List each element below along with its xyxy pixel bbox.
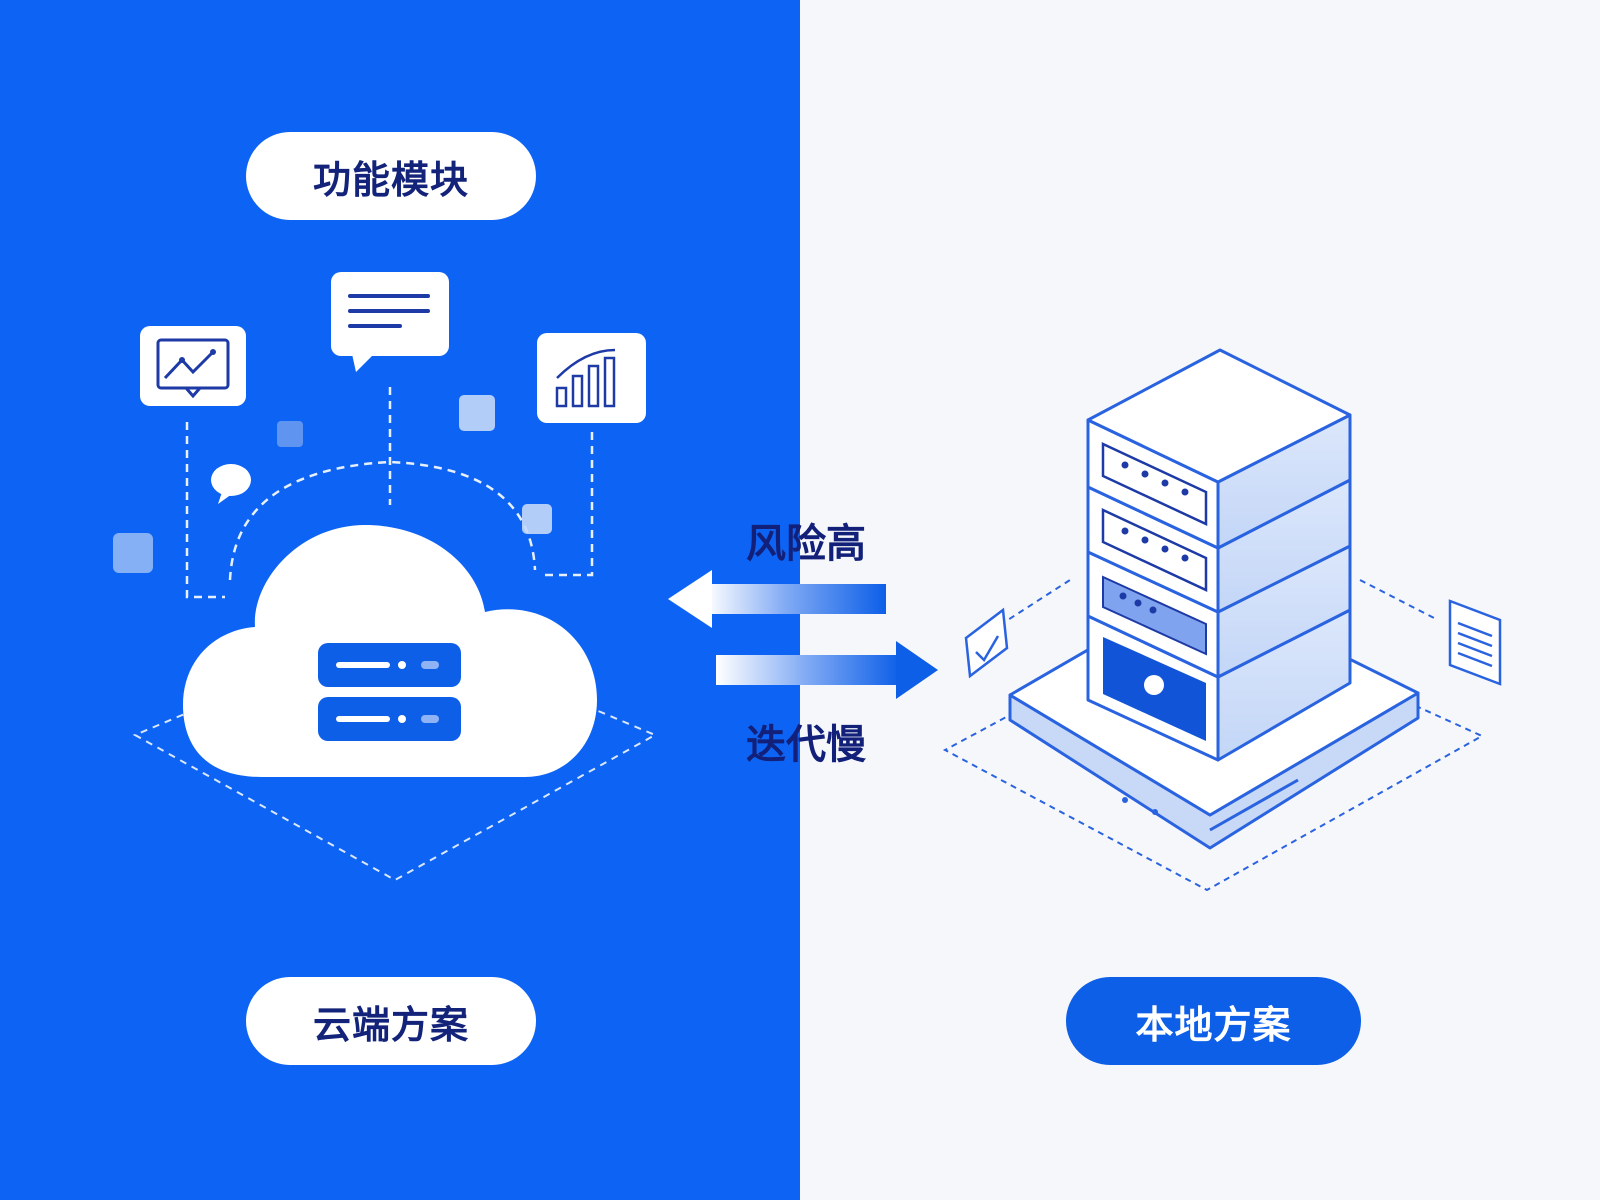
arrow-left-icon (668, 570, 886, 628)
check-document-icon (964, 607, 1009, 679)
float-square (113, 533, 153, 573)
arrow-right-icon (716, 641, 938, 699)
float-square (459, 395, 495, 431)
chart-card-icon (140, 326, 246, 406)
bar-chart-card-icon (537, 333, 646, 423)
connector-lines (185, 387, 594, 599)
list-document-icon (1448, 599, 1502, 686)
float-square (522, 504, 552, 534)
server-stack-icon (1086, 348, 1352, 762)
float-square (277, 421, 303, 447)
cloud-dashed-arc (228, 460, 537, 581)
side-dashed-lines (999, 579, 1439, 626)
cloud-solution-label: 云端方案 (246, 977, 536, 1065)
small-chat-bubble-icon (211, 464, 251, 504)
cloud-server-icon (183, 525, 597, 777)
local-solution-label: 本地方案 (1066, 977, 1361, 1065)
iteration-label: 迭代慢 (746, 722, 866, 768)
module-label: 功能模块 (246, 132, 536, 220)
risk-label: 风险高 (746, 521, 866, 567)
chat-message-icon (331, 272, 449, 372)
